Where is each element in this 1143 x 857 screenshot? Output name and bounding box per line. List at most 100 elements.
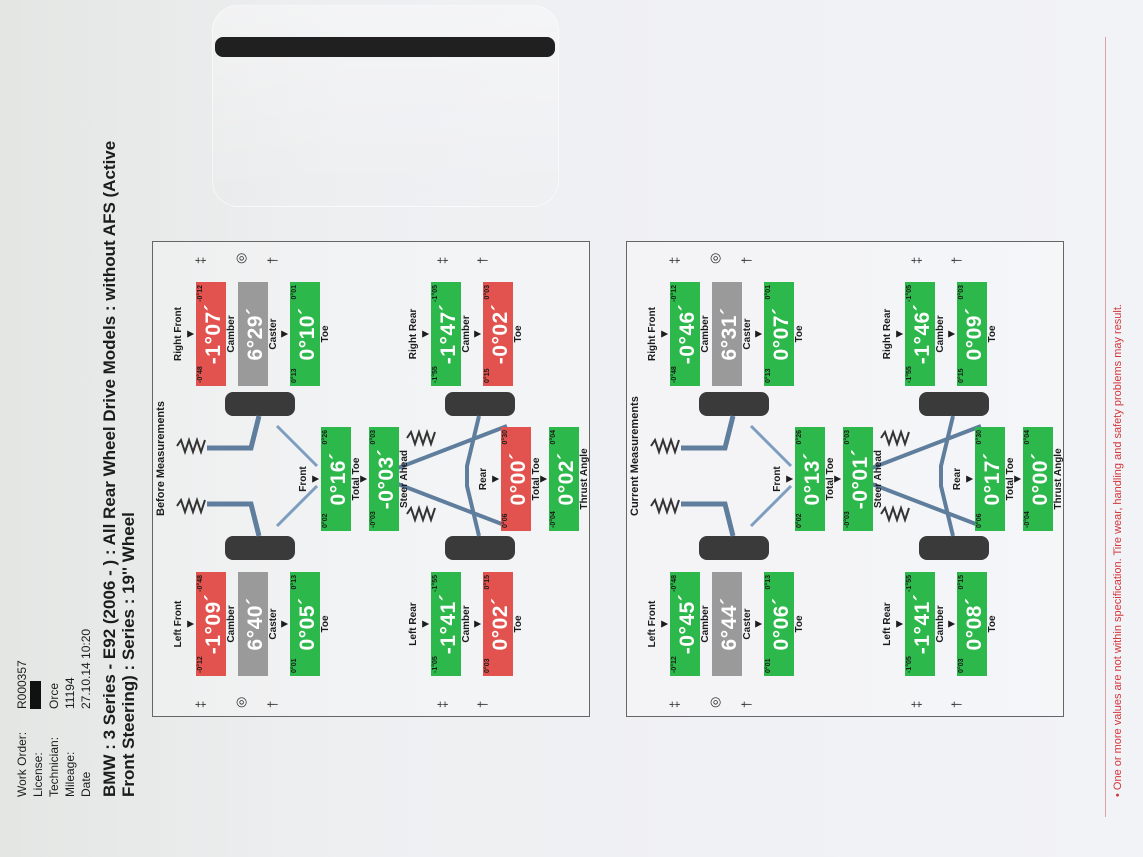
right-rear-camber-min: -1°55 bbox=[906, 366, 913, 383]
arrow-down-icon: ▼ bbox=[944, 328, 958, 340]
rear-springs bbox=[880, 428, 910, 524]
right-front-camber-min: -0°48 bbox=[671, 366, 678, 383]
right-rear-toe-max: 0°03 bbox=[958, 285, 965, 300]
thrust-angle-label: Thrust Angle bbox=[1053, 448, 1064, 510]
arrow-down-icon: ▼ bbox=[657, 328, 671, 340]
right-front-toe-max: 0°01 bbox=[765, 285, 772, 300]
thrust-angle-min: -0°04 bbox=[550, 511, 557, 528]
left-rear-toe-min: 0°03 bbox=[484, 658, 491, 673]
toe-gauge-icon: † bbox=[949, 700, 964, 708]
camber-gauge-icon: ‡ bbox=[909, 700, 924, 708]
toe-gauge-icon: † bbox=[265, 700, 280, 708]
left-front-toe-max: 0°13 bbox=[291, 575, 298, 590]
arrow-down-icon: ▼ bbox=[488, 473, 502, 485]
arrow-down-icon: ▼ bbox=[277, 618, 291, 630]
right-rear-camber-max: -1°05 bbox=[432, 285, 439, 302]
arrow-down-icon: ▼ bbox=[751, 618, 765, 630]
arrow-down-icon: ▼ bbox=[962, 473, 976, 485]
right-rear-camber-value: -1°47´ bbox=[437, 303, 460, 365]
right-front-camber-label: Camber bbox=[226, 315, 237, 353]
left-front-camber-label: Camber bbox=[700, 605, 711, 643]
steer-ahead-max: 0°03 bbox=[844, 430, 851, 445]
steer-ahead-max: 0°03 bbox=[370, 430, 377, 445]
header-row-work-order: Work Order:R000357 bbox=[14, 629, 30, 797]
right-front-camber-label: Camber bbox=[700, 315, 711, 353]
arrow-down-icon: ▼ bbox=[657, 618, 671, 630]
left-front-toe-label: Toe bbox=[794, 615, 805, 633]
left-rear-camber-max: -1°55 bbox=[906, 575, 913, 592]
left-rear-toe-label: Toe bbox=[987, 615, 998, 633]
front-total-toe-max: 0°26 bbox=[322, 430, 329, 445]
rear-springs bbox=[406, 428, 436, 524]
steer-ahead-label: Steer Ahead bbox=[873, 450, 884, 508]
left-front-camber-value-bar: -0°45´-0°12-0°48 bbox=[670, 572, 700, 676]
arrow-down-icon: ▼ bbox=[1010, 473, 1024, 485]
right-front-camber-value-bar: -0°46´-0°48-0°12 bbox=[670, 282, 700, 386]
toe-gauge-icon: † bbox=[475, 700, 490, 708]
right-front-toe-min: 0°13 bbox=[765, 368, 772, 383]
left-rear-toe-label: Toe bbox=[513, 615, 524, 633]
right-front-camber-value: -1°07´ bbox=[202, 303, 225, 365]
header-label: Date bbox=[79, 771, 93, 797]
header-label: Technician: bbox=[47, 736, 61, 797]
header-label: Mileage: bbox=[63, 751, 77, 797]
right-rear-tire bbox=[445, 392, 515, 416]
footer-divider bbox=[1105, 37, 1106, 817]
right-rear-toe-value: 0°09´ bbox=[963, 307, 986, 361]
report-header: Work Order:R000357 License: Technician:O… bbox=[14, 629, 94, 797]
left-front-caster-value: 6°40´ bbox=[244, 597, 267, 651]
arrow-down-icon: ▼ bbox=[751, 328, 765, 340]
right-front-toe-value: 0°07´ bbox=[770, 307, 793, 361]
thrust-angle-max: 0°04 bbox=[550, 430, 557, 445]
caster-gauge-icon: ◎ bbox=[707, 252, 722, 264]
left-rear-tire bbox=[445, 536, 515, 560]
arrow-down-icon: ▼ bbox=[356, 473, 370, 485]
left-front-toe-label: Toe bbox=[320, 615, 331, 633]
camber-gauge-icon: ‡ bbox=[909, 256, 924, 264]
left-rear-camber-min: -1°05 bbox=[432, 656, 439, 673]
vehicle-title: BMW : 3 Series - E92 (2006 - ) : All Rea… bbox=[100, 140, 138, 797]
left-front-camber-value: -1°09´ bbox=[202, 593, 225, 655]
left-front-toe-max: 0°13 bbox=[765, 575, 772, 590]
chassis-diagram bbox=[176, 392, 515, 560]
caster-gauge-icon: ◎ bbox=[707, 696, 722, 708]
steer-ahead-label: Steer Ahead bbox=[399, 450, 410, 508]
right-rear-camber-value-bar: -1°47´-1°55-1°05 bbox=[431, 282, 461, 386]
left-front-caster-value: 6°44´ bbox=[718, 597, 741, 651]
right-rear-camber-value: -1°46´ bbox=[911, 303, 934, 365]
header-row-mileage: Mileage:11194 bbox=[62, 629, 78, 797]
camber-gauge-icon: ‡ bbox=[435, 700, 450, 708]
right-front-camber-max: -0°12 bbox=[197, 285, 204, 302]
thrust-angle-label: Thrust Angle bbox=[579, 448, 590, 510]
arrow-down-icon: ▼ bbox=[470, 328, 484, 340]
left-rear-camber-value: -1°41´ bbox=[911, 593, 934, 655]
toe-gauge-icon: † bbox=[739, 700, 754, 708]
right-front-tire bbox=[225, 392, 295, 416]
right-rear-toe-max: 0°03 bbox=[484, 285, 491, 300]
left-front-toe-min: 0°01 bbox=[291, 658, 298, 673]
left-front-toe-value: 0°06´ bbox=[770, 597, 793, 651]
rear-total-toe-value: 0°17´ bbox=[981, 452, 1004, 506]
right-front-toe-value-bar: 0°07´ 0°13 0°01 bbox=[764, 282, 794, 386]
right-rear-camber-max: -1°05 bbox=[906, 285, 913, 302]
caster-gauge-icon: ◎ bbox=[233, 696, 248, 708]
binder-clip bbox=[215, 37, 555, 57]
header-value: Orce bbox=[47, 682, 61, 709]
